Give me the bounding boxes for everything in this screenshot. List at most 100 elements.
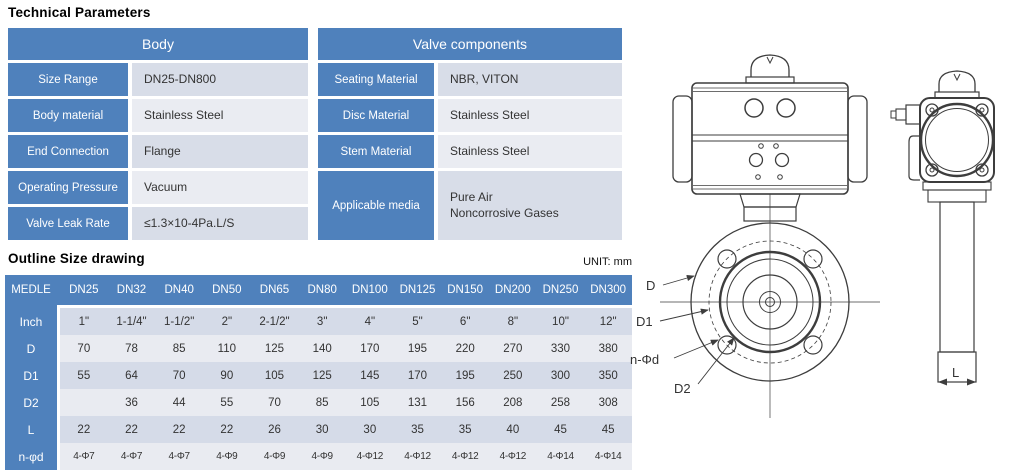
bolt-circle [708, 240, 832, 364]
dim-label-d: D [646, 278, 655, 293]
size-value-cell: 170 [407, 369, 428, 382]
size-value-cell: 40 [506, 423, 520, 436]
actuator-side-plate [919, 97, 995, 183]
param-value: DN25-DN800 [132, 63, 308, 96]
size-value-cell: 22 [77, 423, 91, 436]
valve-neck-side [922, 181, 992, 203]
size-value-cell: 195 [455, 369, 475, 382]
dim-label-d2: D2 [674, 381, 691, 396]
size-value-cell: 4-Φ9 [311, 451, 334, 462]
dn-column-header: DN80 [307, 284, 337, 296]
size-value-cell: 45 [601, 423, 615, 436]
size-value-cell: 380 [598, 342, 618, 355]
size-value-cell: 195 [407, 342, 428, 355]
size-value-cell: 4-Φ9 [216, 451, 238, 462]
valve-drawing-svg: D D1 n-Φd D2 [630, 54, 995, 418]
actuator-end-cap-left [672, 95, 693, 183]
size-value-cell: 4-Φ12 [356, 451, 384, 462]
size-row-label: D2 [23, 395, 39, 410]
size-value-cell: 30 [363, 423, 377, 436]
actuator-dome-front [745, 54, 795, 84]
front-view-drawing [659, 54, 880, 418]
size-row-label: D [26, 341, 36, 356]
param-value: Stainless Steel [132, 99, 308, 132]
size-row-label: D1 [23, 368, 39, 383]
dn-column-header: DN50 [212, 284, 242, 296]
size-value-cell: 70 [172, 369, 186, 382]
size-value-cell: 6" [459, 315, 471, 328]
size-row-label: n-φd [18, 449, 44, 464]
param-value: Stainless Steel [438, 135, 622, 168]
dn-column-header: DN125 [399, 284, 436, 296]
dn-column-header: DN40 [164, 284, 194, 296]
size-value-cell: 55 [77, 369, 91, 382]
size-value-cell: 44 [172, 396, 186, 409]
param-label: Stem Material [318, 135, 434, 168]
size-value-cell: 250 [503, 369, 523, 382]
size-value-cell: 70 [268, 396, 281, 409]
outline-size-title: Outline Size drawing [8, 251, 145, 266]
size-value-cell [60, 389, 108, 416]
actuator-dome-side [934, 70, 980, 99]
size-value-cell: 2-1/2" [259, 315, 290, 328]
size-value-cell: 4-Φ12 [451, 451, 479, 462]
size-value-cell: 35 [458, 423, 472, 436]
size-value-cell: 270 [503, 342, 523, 355]
size-value-cell: 170 [360, 342, 380, 355]
bolt-hole-icon [803, 335, 823, 355]
valve-components-header: Valve components [318, 28, 622, 60]
air-fitting-icon [890, 104, 921, 125]
size-value-cell: 1-1/4" [116, 315, 147, 328]
size-value-cell: 70 [77, 342, 91, 355]
dimension-labels: D D1 n-Φd D2 [630, 278, 691, 396]
size-value-cell: 125 [264, 342, 285, 355]
size-value-cell: 110 [217, 342, 236, 355]
size-value-cell: 125 [312, 369, 332, 382]
param-value: Vacuum [132, 171, 308, 204]
actuator-end-cap-right [847, 95, 868, 183]
dn-column-header: DN250 [542, 284, 579, 296]
actuator-body-front [691, 82, 849, 195]
size-value-cell: 5" [412, 315, 423, 328]
size-value-cell: 30 [315, 423, 329, 436]
size-value-cell: 4-Φ9 [263, 451, 286, 462]
size-value-cell: 45 [554, 423, 567, 436]
size-value-cell: 4-Φ7 [168, 451, 191, 462]
table-row: 1"1-1/4"1-1/2"2"2-1/2"3"4"5"6"8"10"12" [60, 308, 632, 335]
size-value-cell: 26 [268, 423, 281, 436]
dn-column-header: DN200 [494, 284, 531, 296]
param-label: End Connection [8, 135, 128, 168]
table-row: Valve Leak Rate≤1.3×10-4Pa.L/S [8, 207, 308, 240]
size-row-label: L [27, 422, 35, 437]
size-value-cell: 330 [550, 342, 571, 355]
size-value-cell: 64 [125, 369, 138, 382]
param-label: Valve Leak Rate [8, 207, 128, 240]
size-value-cell: 4-Φ7 [120, 451, 143, 462]
body-table-header: Body [8, 28, 308, 60]
param-label: Seating Material [318, 63, 434, 96]
size-value-cell: 22 [172, 423, 186, 436]
size-value-cell: 36 [125, 396, 138, 409]
dn-column-header: DN150 [447, 284, 484, 296]
param-label: Size Range [8, 63, 128, 96]
side-bracket [908, 135, 920, 181]
size-value-cell: 350 [598, 369, 618, 382]
valve-flange-front [660, 194, 880, 418]
size-value-cell: 156 [455, 396, 475, 409]
dn-column-header: DN32 [116, 284, 147, 296]
size-value-cell: 4-Φ12 [404, 451, 431, 462]
size-value-cell: 105 [360, 396, 380, 409]
